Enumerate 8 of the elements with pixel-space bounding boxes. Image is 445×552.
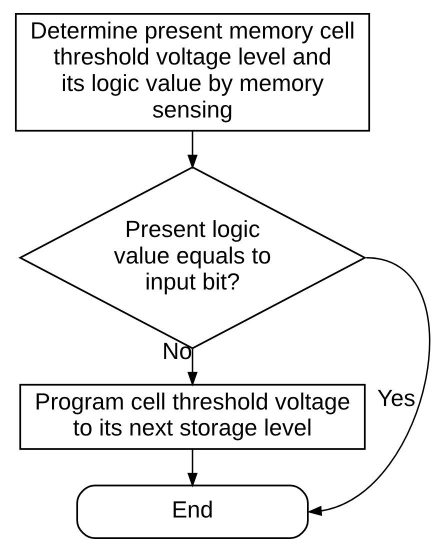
node-box: Determine present memory cell threshold voltage level and its logic value by memory sensing bbox=[14, 13, 370, 132]
edge-label: Yes bbox=[376, 385, 415, 412]
node-box: End bbox=[76, 484, 308, 539]
arrow bbox=[186, 450, 198, 488]
node-box: Program cell threshold voltage to its next storage level bbox=[18, 384, 366, 450]
arrow bbox=[186, 348, 198, 386]
arrow bbox=[306, 257, 430, 516]
arrow bbox=[186, 131, 198, 170]
